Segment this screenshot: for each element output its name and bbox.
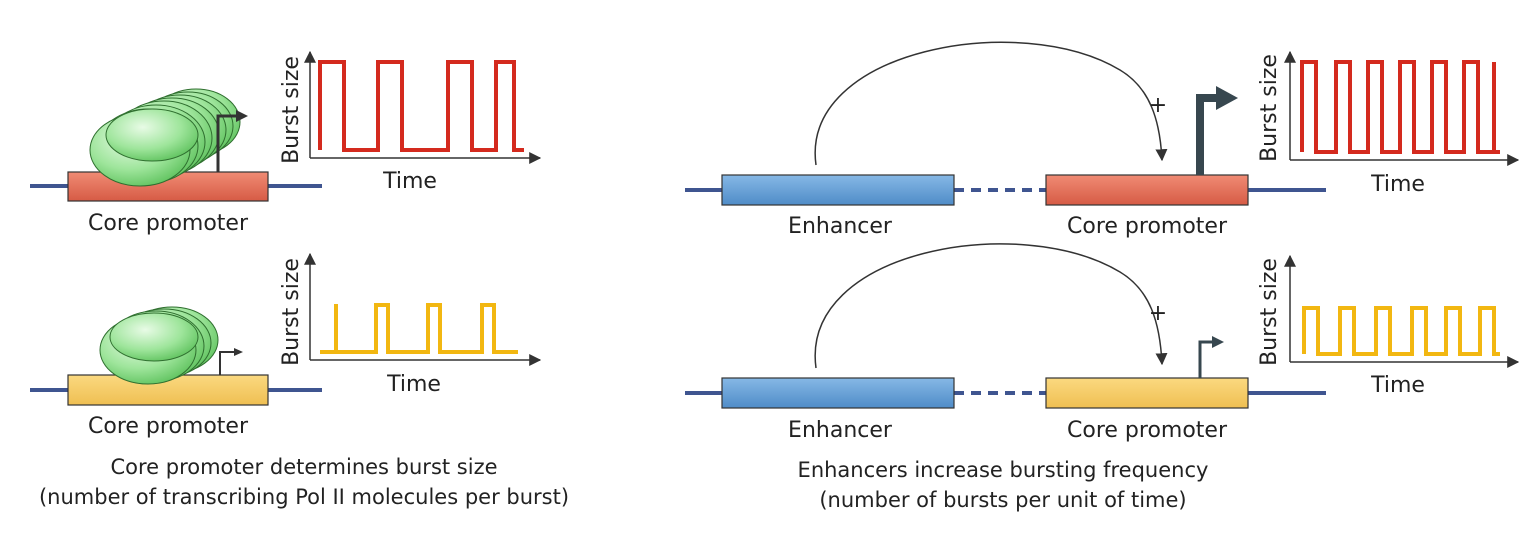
core-promoter-label: Core promoter [1067, 214, 1228, 239]
pol-ii-stack-icon [89, 88, 241, 187]
tss-arrow-icon [216, 114, 238, 172]
x-axis-label: Time [1370, 373, 1425, 398]
enhancer-box [721, 174, 955, 206]
right-bottom-panel: + Enhancer Core promoter Burst size Time [685, 243, 1520, 443]
tss-arrow-head-icon [1216, 86, 1238, 110]
activation-sign: + [1149, 93, 1167, 118]
activation-sign: + [1149, 301, 1167, 326]
left-caption-line2: (number of transcribing Pol II molecules… [39, 485, 569, 509]
enhancer-label: Enhancer [788, 214, 893, 239]
burst-plot: Burst size Time [279, 252, 542, 397]
enhancer-promoter-loop [814, 243, 1168, 369]
burst-plot: Burst size Time [1257, 50, 1520, 197]
right-caption-line1: Enhancers increase bursting frequency [798, 458, 1209, 482]
core-promoter-box [1045, 174, 1249, 206]
core-promoter-label: Core promoter [88, 414, 249, 439]
enhancer-promoter-loop [814, 41, 1168, 166]
x-axis-label: Time [386, 372, 441, 397]
x-axis-label: Time [382, 169, 437, 194]
enhancer-label: Enhancer [788, 418, 893, 443]
right-top-panel: + Enhancer Core promoter Burst size Time [685, 41, 1520, 239]
y-axis-label: Burst size [279, 258, 304, 366]
y-axis-label: Burst size [1257, 54, 1282, 162]
x-axis-label: Time [1370, 172, 1425, 197]
core-promoter-box [1045, 377, 1249, 409]
left-bottom-panel: Core promoter Burst size Time [30, 252, 542, 439]
tss-arrow-icon [219, 351, 236, 375]
core-promoter-label: Core promoter [1067, 418, 1228, 443]
right-caption-line2: (number of bursts per unit of time) [819, 488, 1186, 512]
y-axis-label: Burst size [279, 56, 304, 164]
left-caption-line1: Core promoter determines burst size [110, 455, 497, 479]
burst-plot: Burst size Time [1257, 254, 1520, 398]
tss-arrow-head-icon [234, 348, 243, 356]
burst-trace [1300, 60, 1500, 154]
enhancer-box [721, 377, 955, 409]
tss-arrow-icon [1196, 94, 1220, 175]
burst-trace [1302, 306, 1500, 356]
y-axis-label: Burst size [1257, 258, 1282, 366]
burst-trace [318, 60, 524, 152]
tss-arrow-icon [1198, 340, 1214, 378]
pol-ii-stack-icon [99, 306, 219, 385]
tss-arrow-head-icon [236, 110, 248, 122]
burst-plot: Burst size Time [279, 50, 542, 194]
left-top-panel: Core promoter Burst size Time [30, 50, 542, 236]
tss-arrow-head-icon [1212, 336, 1224, 348]
burst-trace [320, 303, 518, 354]
core-promoter-label: Core promoter [88, 211, 249, 236]
